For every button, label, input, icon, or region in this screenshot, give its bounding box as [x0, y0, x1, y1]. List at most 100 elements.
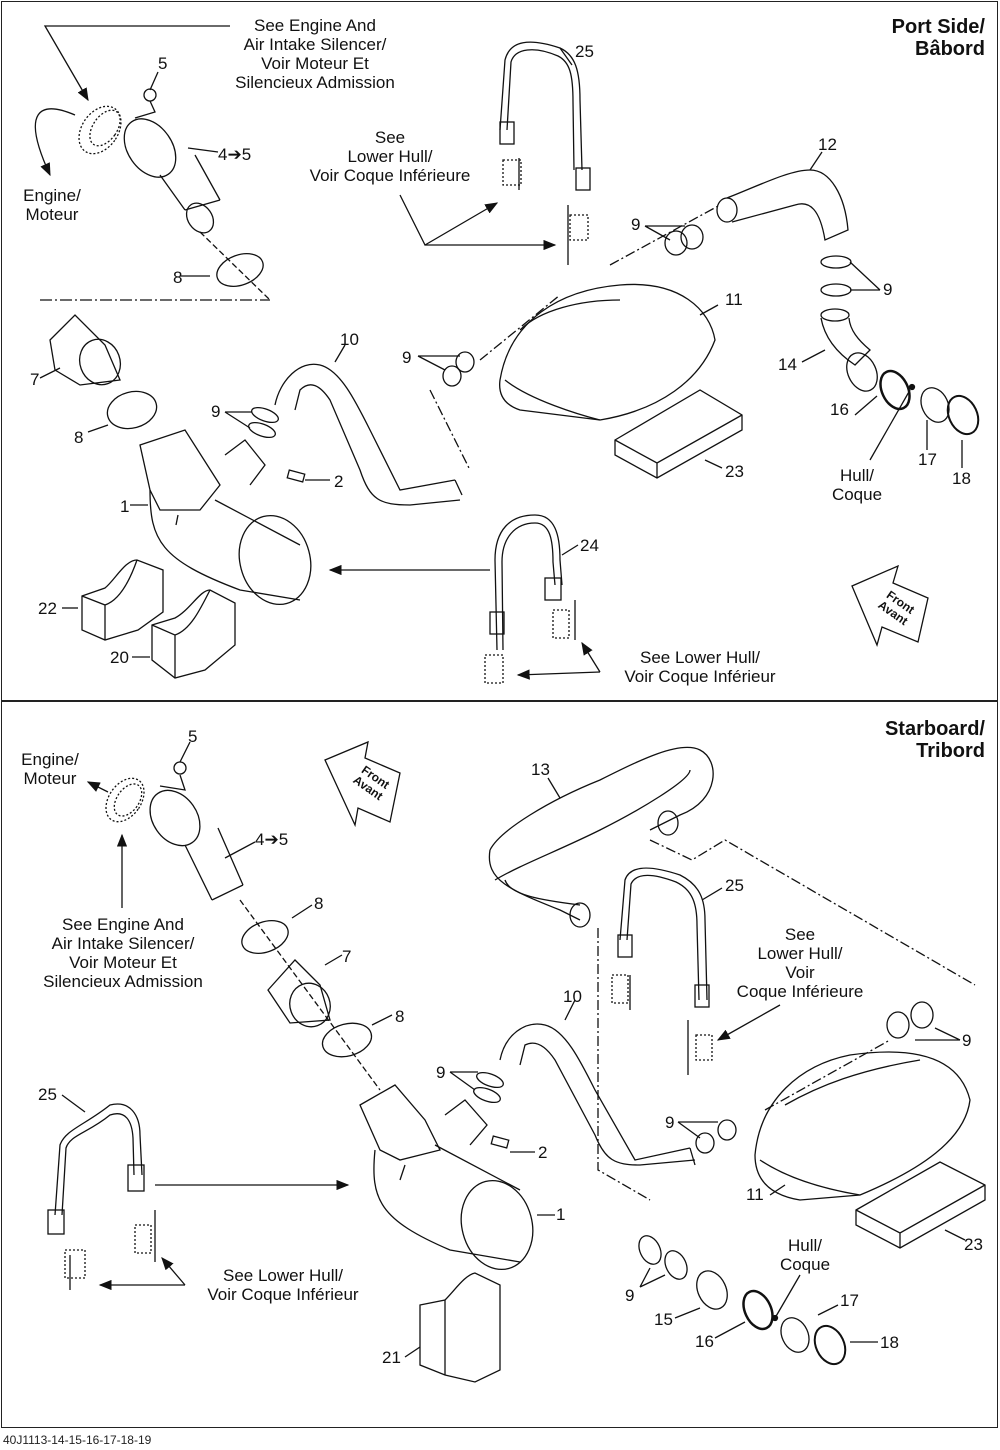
port-strap-25 [499, 41, 591, 191]
callout-23: 23 [964, 1235, 983, 1254]
callout-24: 24 [580, 536, 599, 555]
star-muffler-1 [359, 1084, 555, 1271]
port-leader-lines [34, 25, 230, 177]
port-side-title-line1: Port Side/ [891, 16, 985, 38]
port-silencer-11 [479, 283, 719, 421]
port-adapter-4 [123, 71, 221, 234]
callout-22: 22 [38, 599, 57, 618]
figure-id: 40J1113-14-15-16-17-18-19 [3, 1433, 152, 1447]
callout-8: 8 [173, 268, 183, 287]
callout-9: 9 [625, 1286, 635, 1305]
star-clamps-9-top [886, 1001, 961, 1041]
note-line: See Lower Hull/ [222, 1266, 343, 1285]
callout-2: 2 [334, 472, 344, 491]
star-engine-flange [86, 777, 145, 908]
star-clamp-8b [239, 899, 393, 1091]
note-line: Hull/ [839, 466, 874, 485]
port-thru-hull-parts [846, 352, 980, 468]
port-nut-5 [143, 88, 157, 102]
callout-11: 11 [725, 290, 743, 309]
star-pad-23 [855, 1161, 986, 1249]
port-engine-flange [78, 105, 122, 155]
port-brackets-top [399, 158, 589, 265]
port-note-lower-hull-top: See Lower Hull/ Voir Coque Inférieure [285, 128, 495, 185]
star-sleeve-7 [267, 954, 343, 1028]
callout-17: 17 [918, 450, 937, 469]
starboard-title-line1: Starboard/ [884, 718, 985, 740]
callout-14: 14 [778, 355, 797, 374]
star-nut-5 [173, 761, 187, 775]
port-note-lower-hull-bottom: See Lower Hull/ Voir Coque Inférieur [600, 648, 800, 686]
note-line: Coque [779, 1255, 831, 1274]
callout-5: 5 [188, 727, 198, 746]
callout-18: 18 [952, 469, 971, 488]
star-thru-hull-parts [638, 1235, 878, 1366]
port-side-title: Port Side/ Bâbord [840, 16, 985, 60]
port-clamps-9-pipe [224, 406, 279, 439]
note-line: Air Intake Silencer/ [243, 35, 387, 54]
port-clamps-9-silencer [417, 351, 475, 387]
callout-11: 11 [746, 1185, 764, 1204]
callout-9: 9 [962, 1031, 972, 1050]
callout-13: 13 [531, 760, 550, 779]
port-brackets-bottom [328, 564, 601, 684]
callout-9: 9 [665, 1113, 675, 1132]
callout-5: 5 [158, 54, 168, 73]
note-line: Air Intake Silencer/ [51, 934, 195, 953]
note-line: See Engine And [254, 16, 376, 35]
note-line: Engine/ [23, 186, 81, 205]
port-front-arrow [851, 564, 929, 647]
note-line: Voir Coque Inférieur [207, 1285, 359, 1304]
note-line: Coque [831, 485, 883, 504]
callout-20: 20 [110, 648, 129, 667]
note-line: Lower Hull/ [757, 944, 843, 963]
port-side-panel [1, 1, 998, 701]
star-note-engine: Engine/ Moteur [10, 750, 90, 788]
callout-8: 8 [74, 428, 84, 447]
note-line: See [374, 128, 406, 147]
callout-10: 10 [563, 987, 582, 1006]
port-elbow-14 [801, 308, 871, 366]
port-muffler-1 [130, 429, 312, 606]
port-clamp-8b [87, 390, 158, 433]
port-support-22 [62, 559, 164, 641]
port-side-title-line2: Bâbord [915, 38, 985, 60]
star-hose-10 [499, 999, 696, 1166]
callout-1: 1 [556, 1205, 566, 1224]
star-silencer-11 [754, 1039, 971, 1201]
port-note-hull: Hull/ Coque [822, 466, 892, 504]
callout-10: 10 [340, 330, 359, 349]
callout-25: 25 [725, 876, 744, 895]
star-clamp-8a [241, 904, 313, 954]
port-strap-24 [489, 514, 579, 651]
port-sleeve-7 [39, 314, 122, 386]
star-brackets-top [611, 974, 781, 1075]
callout-1: 1 [120, 497, 130, 516]
note-line: Coque Inférieure [736, 982, 864, 1001]
star-note-lower-hull-top: See Lower Hull/ Voir Coque Inférieure [720, 925, 880, 1001]
star-clamps-9-pipe [449, 1071, 504, 1104]
star-front-arrow [324, 740, 401, 828]
starboard-title: Starboard/ Tribord [835, 718, 985, 762]
note-line: Hull/ [787, 1236, 822, 1255]
callout-4to5: 4➔5 [255, 830, 289, 849]
callout-4to5: 4➔5 [218, 145, 252, 164]
port-sensor-2 [286, 469, 330, 483]
note-line: Engine/ [21, 750, 79, 769]
callout-2: 2 [538, 1143, 548, 1162]
port-hose-10 [274, 344, 471, 506]
note-line: Silencieux Admission [43, 972, 203, 991]
note-line: Lower Hull/ [347, 147, 433, 166]
note-line: See [784, 925, 816, 944]
callout-16: 16 [695, 1332, 714, 1351]
port-clamps-9-top [609, 204, 721, 266]
callout-17: 17 [840, 1291, 859, 1310]
callout-7: 7 [342, 947, 352, 966]
port-pipe-12 [716, 151, 849, 241]
star-sensor-2 [490, 1135, 535, 1153]
note-line: Voir Coque Inférieur [624, 667, 776, 686]
star-clamps-9-silencer [677, 1119, 737, 1154]
star-note-lower-hull-bottom: See Lower Hull/ Voir Coque Inférieur [183, 1266, 383, 1304]
callout-8: 8 [314, 894, 324, 913]
callout-7: 7 [30, 370, 40, 389]
